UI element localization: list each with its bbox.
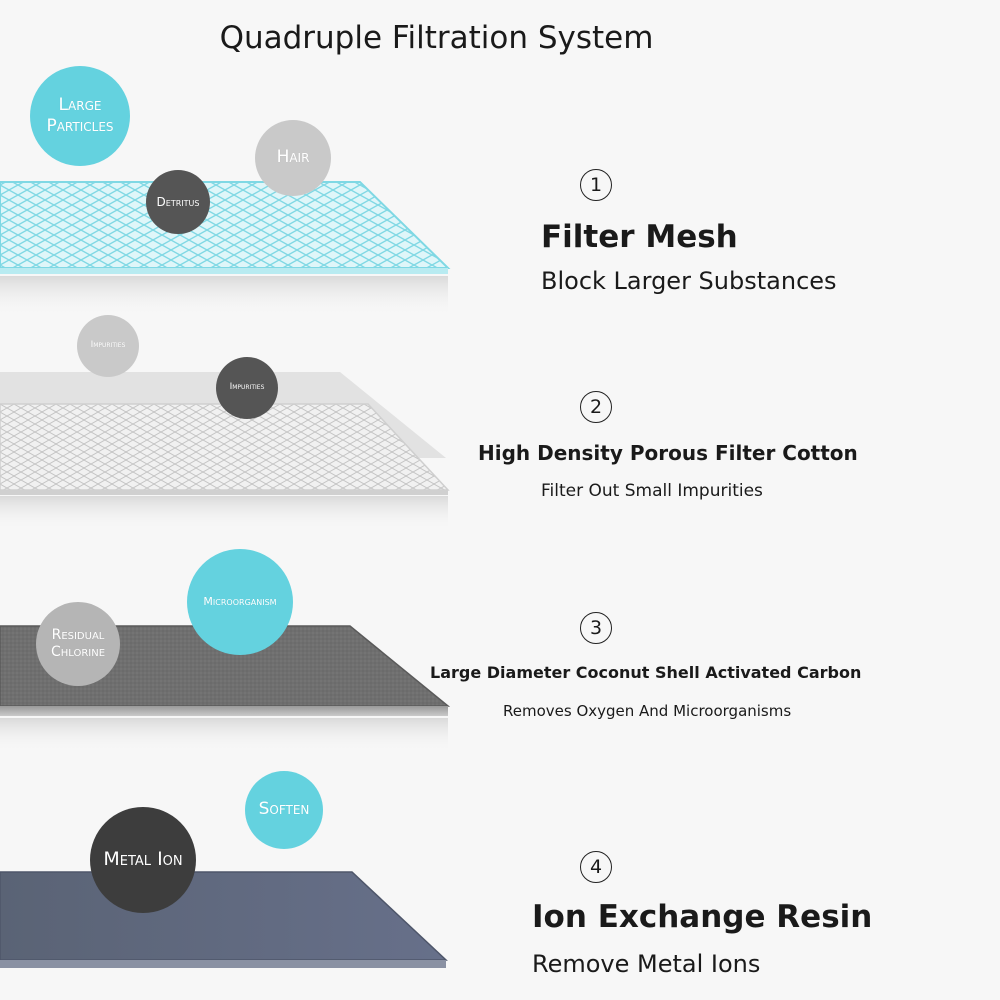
bubble-detritus: Detritus <box>146 170 210 234</box>
layer-filter-cotton <box>0 372 450 530</box>
step-desc-filter-mesh: Block Larger Substances <box>541 267 837 295</box>
bubble-impurities-dark: Impurities <box>216 357 278 419</box>
step-name-activated-carbon: Large Diameter Coconut Shell Activated C… <box>430 663 862 682</box>
layer-ion-exchange-resin <box>0 871 448 968</box>
layer-activated-carbon <box>0 625 451 752</box>
bubble-soften: Soften <box>245 771 323 849</box>
step-desc-ion-exchange-resin: Remove Metal Ions <box>532 950 761 978</box>
bubble-impurities-light: Impurities <box>77 315 139 377</box>
bubble-large-particles: Large Particles <box>30 66 130 166</box>
step-number-4: 4 <box>580 851 612 883</box>
bubble-microorganism: Microorganism <box>187 549 293 655</box>
bubble-residual-chlorine: Residual Chlorine <box>36 602 120 686</box>
step-number-2: 2 <box>580 391 612 423</box>
step-desc-activated-carbon: Removes Oxygen And Microorganisms <box>503 702 792 720</box>
step-name-ion-exchange-resin: Ion Exchange Resin <box>532 899 873 935</box>
step-number-1: 1 <box>580 169 612 201</box>
bubble-metal-ion: Metal Ion <box>90 807 196 913</box>
bubble-hair: Hair <box>255 120 331 196</box>
step-desc-filter-cotton: Filter Out Small Impurities <box>541 481 763 501</box>
layer-filter-mesh <box>0 181 451 316</box>
step-name-filter-mesh: Filter Mesh <box>541 219 738 255</box>
step-number-3: 3 <box>580 612 612 644</box>
page-title: Quadruple Filtration System <box>219 20 654 56</box>
step-name-filter-cotton: High Density Porous Filter Cotton <box>478 441 858 465</box>
